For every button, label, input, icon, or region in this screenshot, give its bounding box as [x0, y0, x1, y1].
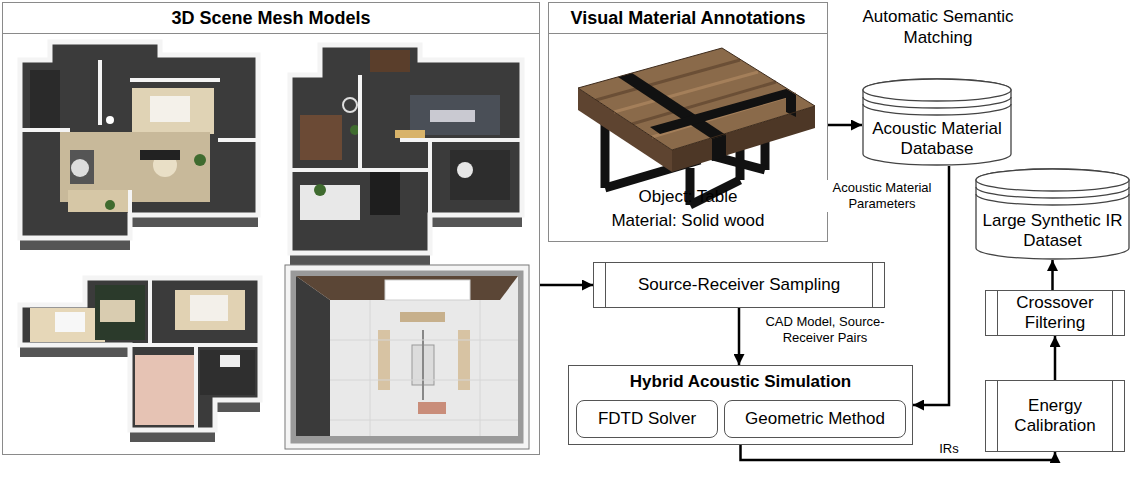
edge-label: Acoustic Material Parameters	[821, 180, 943, 212]
process-box: Crossover Filtering	[985, 290, 1125, 336]
table-illustration	[578, 48, 815, 205]
connector-arrow	[1051, 260, 1054, 290]
panel-box: 3D Scene Mesh Models	[2, 2, 540, 455]
node-label: Acoustic Material Database	[868, 119, 1006, 159]
panel-header: Visual Material Annotations	[549, 3, 827, 34]
edge-label: CAD Model, Source-Receiver Pairs	[748, 314, 902, 346]
process-box: FDTD Solver	[576, 400, 718, 438]
connector-arrow	[1054, 336, 1057, 380]
database-cylinder: Acoustic Material Database	[862, 78, 1012, 166]
process-side-bar	[872, 263, 873, 307]
group-box: Hybrid Acoustic SimulationFDTD Solver Geo…	[568, 365, 913, 445]
node-label: Geometric Method	[745, 409, 885, 429]
floor-plan	[285, 265, 529, 449]
node-label: Source-Receiver Sampling	[638, 275, 840, 295]
edge-label: IRs	[937, 441, 961, 457]
process-box: Source-Receiver Sampling	[593, 262, 885, 308]
annotation-text: Material: Solid wood	[549, 209, 827, 233]
database-cylinder: Large Synthetic IR Dataset	[975, 168, 1130, 260]
node-label: Crossover Filtering	[1002, 293, 1108, 333]
process-box: Geometric Method	[724, 400, 906, 438]
node-label: Large Synthetic IR Dataset	[981, 211, 1124, 251]
panel-header: 3D Scene Mesh Models	[3, 3, 539, 34]
process-side-bar	[997, 291, 998, 335]
connector-arrow	[738, 308, 741, 365]
process-side-bar	[997, 381, 998, 451]
floor-plan	[20, 42, 258, 250]
annotation-text: Object: Table	[549, 185, 827, 209]
floor-plan	[20, 278, 260, 442]
connector-arrow	[540, 284, 593, 287]
panel-title: 3D Scene Mesh Models	[3, 3, 539, 33]
group-title: Hybrid Acoustic Simulation	[569, 372, 912, 392]
node-label: FDTD Solver	[598, 409, 696, 429]
process-side-bar	[1112, 291, 1113, 335]
node-label: Energy Calibration	[1002, 396, 1108, 436]
annotation-label: Automatic Semantic Matching	[848, 6, 1028, 48]
panel-title: Visual Material Annotations	[549, 3, 827, 33]
connector-arrow	[828, 124, 862, 127]
process-box: Energy Calibration	[985, 380, 1125, 452]
process-side-bar	[605, 263, 606, 307]
floor-plan	[290, 45, 522, 265]
panel-box: Visual Material AnnotationsObject: Table…	[548, 2, 828, 242]
process-side-bar	[1112, 381, 1113, 451]
caption-block: Object: TableMaterial: Solid wood	[549, 185, 827, 233]
